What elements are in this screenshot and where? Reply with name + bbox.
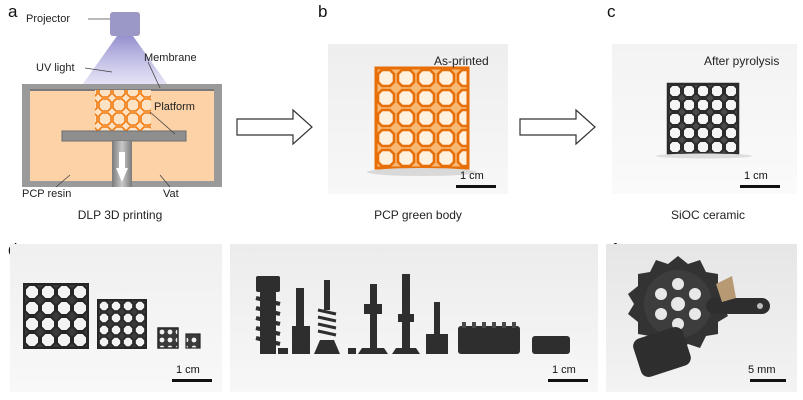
printed-lattice xyxy=(95,90,151,132)
label-pcp-resin: PCP resin xyxy=(22,188,72,200)
photo-gears-e: 1 cm xyxy=(230,244,598,392)
projector-box xyxy=(110,12,140,36)
scale-bar-b xyxy=(456,185,496,188)
scale-bar-c xyxy=(740,185,780,188)
label-after-pyrolysis: After pyrolysis xyxy=(704,54,780,68)
scale-label-d: 1 cm xyxy=(176,364,200,376)
arrow-b-to-c-icon xyxy=(519,108,596,146)
scale-label-b: 1 cm xyxy=(460,170,484,182)
scale-bar-f xyxy=(750,379,786,382)
panel-letter-a: a xyxy=(8,2,18,21)
uv-beam xyxy=(80,36,170,88)
scale-bar-d xyxy=(172,379,212,382)
label-projector: Projector xyxy=(26,13,71,25)
arrow-a-to-b-icon xyxy=(236,108,313,146)
platform xyxy=(61,130,187,142)
photo-lattices-d: 1 cm xyxy=(10,244,222,392)
label-uv-light: UV light xyxy=(36,62,75,74)
panel-letter-c: c xyxy=(607,2,616,21)
label-vat: Vat xyxy=(163,188,179,200)
scale-bar-e xyxy=(548,379,588,382)
caption-a: DLP 3D printing xyxy=(77,208,163,222)
scale-label-c: 1 cm xyxy=(744,170,768,182)
panel-letter-b: b xyxy=(318,2,328,21)
label-membrane: Membrane xyxy=(144,52,197,64)
scale-label-e: 1 cm xyxy=(552,364,576,376)
photo-green-body: As-printed 1 cm xyxy=(328,44,508,194)
caption-b: PCP green body xyxy=(374,208,462,222)
photo-mechanism-f: 5 mm xyxy=(606,244,797,392)
label-platform: Platform xyxy=(154,101,195,113)
caption-c: SiOC ceramic xyxy=(670,208,745,222)
photo-sioc-ceramic: After pyrolysis 1 cm xyxy=(612,44,797,194)
down-arrow-icon xyxy=(116,168,128,182)
scale-label-f: 5 mm xyxy=(748,364,776,376)
label-as-printed: As-printed xyxy=(434,54,489,68)
